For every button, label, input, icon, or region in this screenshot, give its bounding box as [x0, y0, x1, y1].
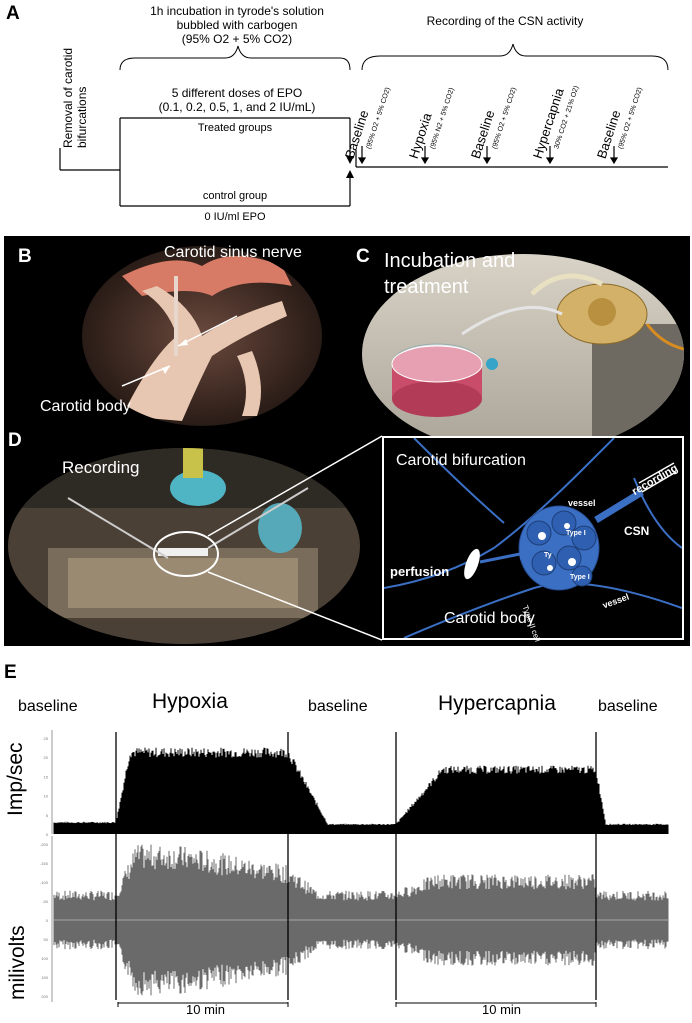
voltage-trace: [53, 844, 669, 996]
treated-groups-label: Treated groups: [197, 122, 273, 134]
bottom-tick-label: 200: [41, 994, 48, 999]
type1b-label: Type I: [570, 574, 590, 581]
carotid-body-label: Carotid body: [40, 398, 131, 415]
ty-label: Ty: [544, 552, 552, 559]
carotid-bifurcation-label: Carotid bifurcation: [396, 452, 526, 469]
doses-text: 5 different doses of EPO (0.1, 0.2, 0.5,…: [158, 86, 316, 114]
panel-letter-a: A: [6, 3, 20, 24]
panel-letter-b: B: [18, 246, 32, 267]
recording-csn-label: Recording of the CSN activity: [426, 14, 584, 28]
schematic-box: [382, 436, 684, 640]
type1a-label: Type I: [566, 530, 586, 537]
firing-rate-bars: [53, 747, 669, 834]
bottom-tick-label: -150: [40, 861, 49, 866]
top-tick-label: 10: [44, 794, 49, 799]
recording-label: Recording: [62, 458, 140, 477]
phase-5-gas: (95% O2 + 5% CO2): [617, 86, 644, 150]
top-tick-label: 0: [46, 832, 49, 837]
top-tick-label: 20: [44, 755, 49, 760]
vessel-top-label: vessel: [568, 498, 596, 508]
control-group-label: control group: [202, 190, 268, 202]
bottom-tick-label: 100: [41, 956, 48, 961]
top-tick-label: 15: [44, 774, 49, 779]
phase-dividers: [115, 732, 597, 1000]
top-tick-label: 25: [44, 736, 49, 741]
label-hypoxia: Hypoxia: [152, 690, 228, 713]
carotid-body-schematic-label: Carotid body: [444, 610, 535, 627]
bottom-tick-label: 150: [41, 975, 48, 980]
label-baseline-3: baseline: [598, 698, 658, 715]
panel-letter-e: E: [4, 662, 17, 683]
brace-incubation: [119, 45, 351, 71]
brace-recording: [361, 43, 669, 71]
zero-dose-label: 0 IU/ml EPO: [204, 211, 266, 223]
scale-label-left: 10 min: [186, 1002, 226, 1017]
scale-label-right: 10 min: [482, 1002, 522, 1017]
csn-label: CSN: [624, 524, 650, 538]
perfusion-label: perfusion: [390, 564, 450, 579]
zoom-lines: [153, 435, 383, 641]
bottom-tick-label: -50: [42, 899, 49, 904]
label-baseline-1: baseline: [18, 698, 78, 715]
panel-letter-c: C: [356, 246, 370, 267]
incubation-title: Incubation and treatment: [384, 250, 516, 298]
top-tick-label: 5: [46, 813, 49, 818]
scale-bars: [117, 1002, 597, 1007]
timeline-diagram: [59, 43, 669, 207]
firing-rate-trace: [53, 747, 669, 834]
photo-block: B Carotid sinus nerve Carotid body C: [4, 236, 690, 646]
carotid-photo: [82, 246, 322, 426]
panel-letter-d: D: [8, 430, 22, 451]
bottom-tick-label: 0: [46, 918, 49, 923]
bottom-tick-label: 50: [44, 937, 49, 942]
incubation-photo: [362, 254, 684, 454]
carotid-sinus-nerve-label: Carotid sinus nerve: [164, 244, 302, 261]
label-hypercapnia: Hypercapnia: [438, 692, 556, 715]
bottom-tick-label: -200: [40, 842, 49, 847]
bottom-tick-label: -100: [40, 880, 49, 885]
incubation-text: 1h incubation in tyrode's solution bubbl…: [150, 4, 324, 46]
label-baseline-2: baseline: [308, 698, 368, 715]
